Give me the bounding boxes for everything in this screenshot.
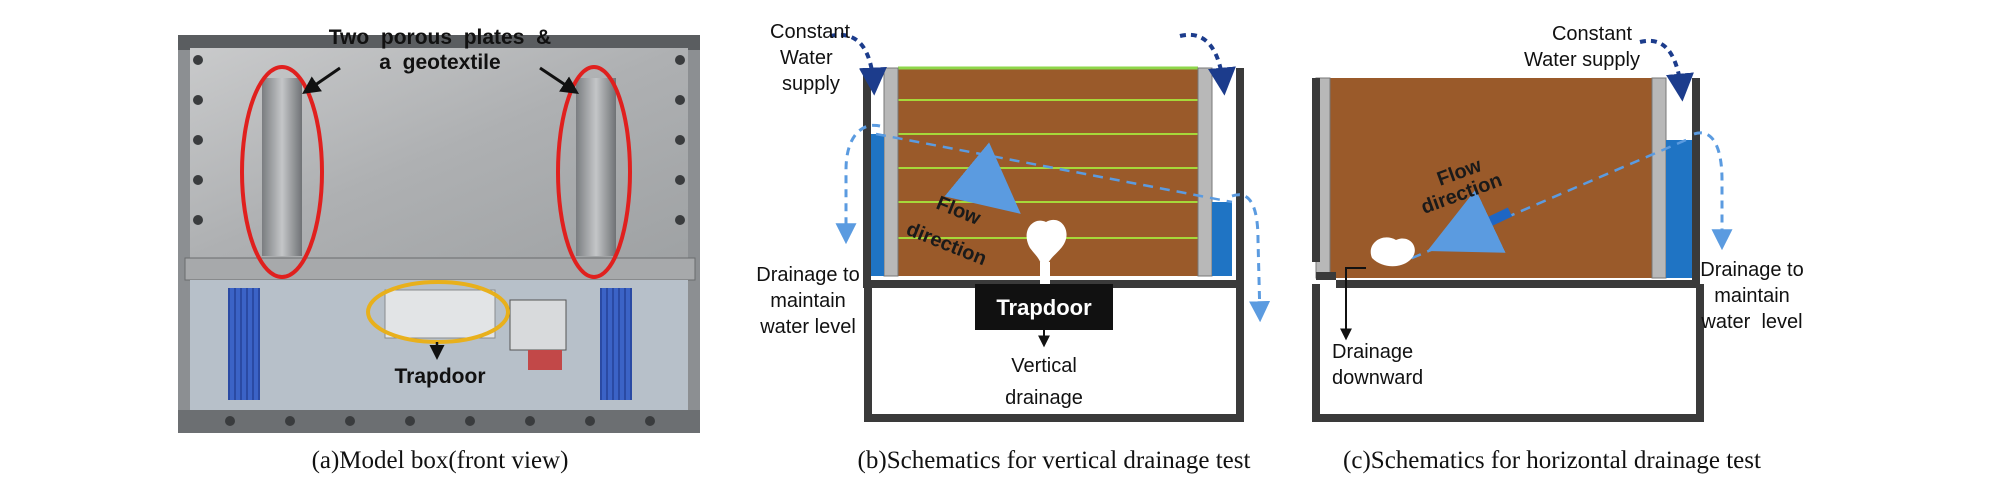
supply-label-line1: Constant — [770, 21, 850, 43]
panel-a-caption: (a)Model box(front view) — [312, 447, 569, 474]
frame-bolts — [193, 55, 685, 426]
left-plate-highlight-ellipse — [240, 65, 324, 279]
drainage-downward-label-line1: Drainage — [1332, 341, 1413, 363]
drainage-downward-arrow — [1340, 267, 1366, 341]
panel-c-schematic: Constant Water supply Drainage to mainta… — [1312, 23, 1804, 422]
panel-b-schematic: Trapdoor Constant Water supply Drainage … — [756, 21, 1271, 422]
plates-arrow-left — [302, 66, 341, 95]
supply-arrow-left — [829, 32, 887, 96]
trapdoor-plate — [384, 289, 496, 339]
supply-label-line3: supply — [782, 73, 840, 95]
photo-bottom-frame — [178, 410, 700, 433]
left-porous-plate — [262, 78, 302, 256]
soil-collapse-blob — [1026, 219, 1067, 268]
right-plate-highlight-ellipse — [556, 65, 632, 279]
supply-label-line2: Water — [780, 47, 833, 69]
drain-outlet-stub — [1316, 272, 1336, 280]
right-reservoir-water — [1666, 140, 1694, 278]
vertical-drainage-label-line1: Vertical — [1011, 355, 1077, 377]
overflow-arrow-left — [835, 123, 881, 245]
supply-label-line2: Water supply — [1524, 49, 1640, 71]
plates-arrow-right — [539, 66, 579, 94]
drainage-downward-label-line2: downward — [1332, 367, 1423, 389]
right-porous-plate — [576, 78, 616, 256]
left-porous-plate — [883, 67, 899, 277]
drain-label-line3: water level — [759, 316, 856, 338]
lower-chamber-walls — [1312, 284, 1704, 422]
right-porous-plate — [1651, 77, 1667, 279]
drain-label-line2: maintain — [1714, 285, 1790, 307]
hydraulic-gradient-line — [875, 132, 1233, 204]
right-brush-block — [600, 288, 632, 400]
trapdoor-label: Trapdoor — [394, 365, 485, 388]
panel-a-photo: Two porous plates & a geotextile Trapdoo… — [178, 26, 700, 433]
drain-label-line3: water level — [1700, 311, 1802, 333]
collapse-channel — [1040, 262, 1050, 284]
flow-direction-arrow — [944, 142, 1021, 214]
supply-label-line1: Constant — [1552, 23, 1632, 45]
trapdoor-label: Trapdoor — [996, 295, 1092, 320]
soil-collapse-blob — [1370, 237, 1415, 267]
supply-arrow-right — [1179, 32, 1236, 96]
flow-direction-arrow — [1427, 189, 1513, 253]
drain-label-line1: Drainage to — [1700, 259, 1803, 281]
overflow-arrow — [1693, 131, 1733, 251]
panel-c-caption: (c)Schematics for horizontal drainage te… — [1343, 447, 1761, 474]
supply-arrow — [1639, 38, 1694, 102]
right-reservoir-water — [1212, 202, 1232, 276]
vertical-drainage-label-line2: drainage — [1005, 387, 1083, 409]
panel-b-caption: (b)Schematics for vertical drainage test — [858, 447, 1251, 474]
trapdoor-actuator — [509, 299, 567, 351]
left-brush-block — [228, 288, 260, 400]
drain-label-line2: maintain — [770, 290, 846, 312]
plates-label-line1: Two porous plates & — [329, 26, 551, 49]
overflow-arrow-right — [1231, 193, 1271, 323]
right-porous-plate — [1197, 67, 1213, 277]
actuator-red-part — [528, 350, 562, 370]
drain-label-line1: Drainage to — [756, 264, 859, 286]
trapdoor-block — [975, 284, 1113, 330]
photo-top-frame — [178, 35, 700, 50]
left-reservoir-water — [867, 134, 884, 276]
plates-label-line2: a geotextile — [379, 51, 500, 74]
